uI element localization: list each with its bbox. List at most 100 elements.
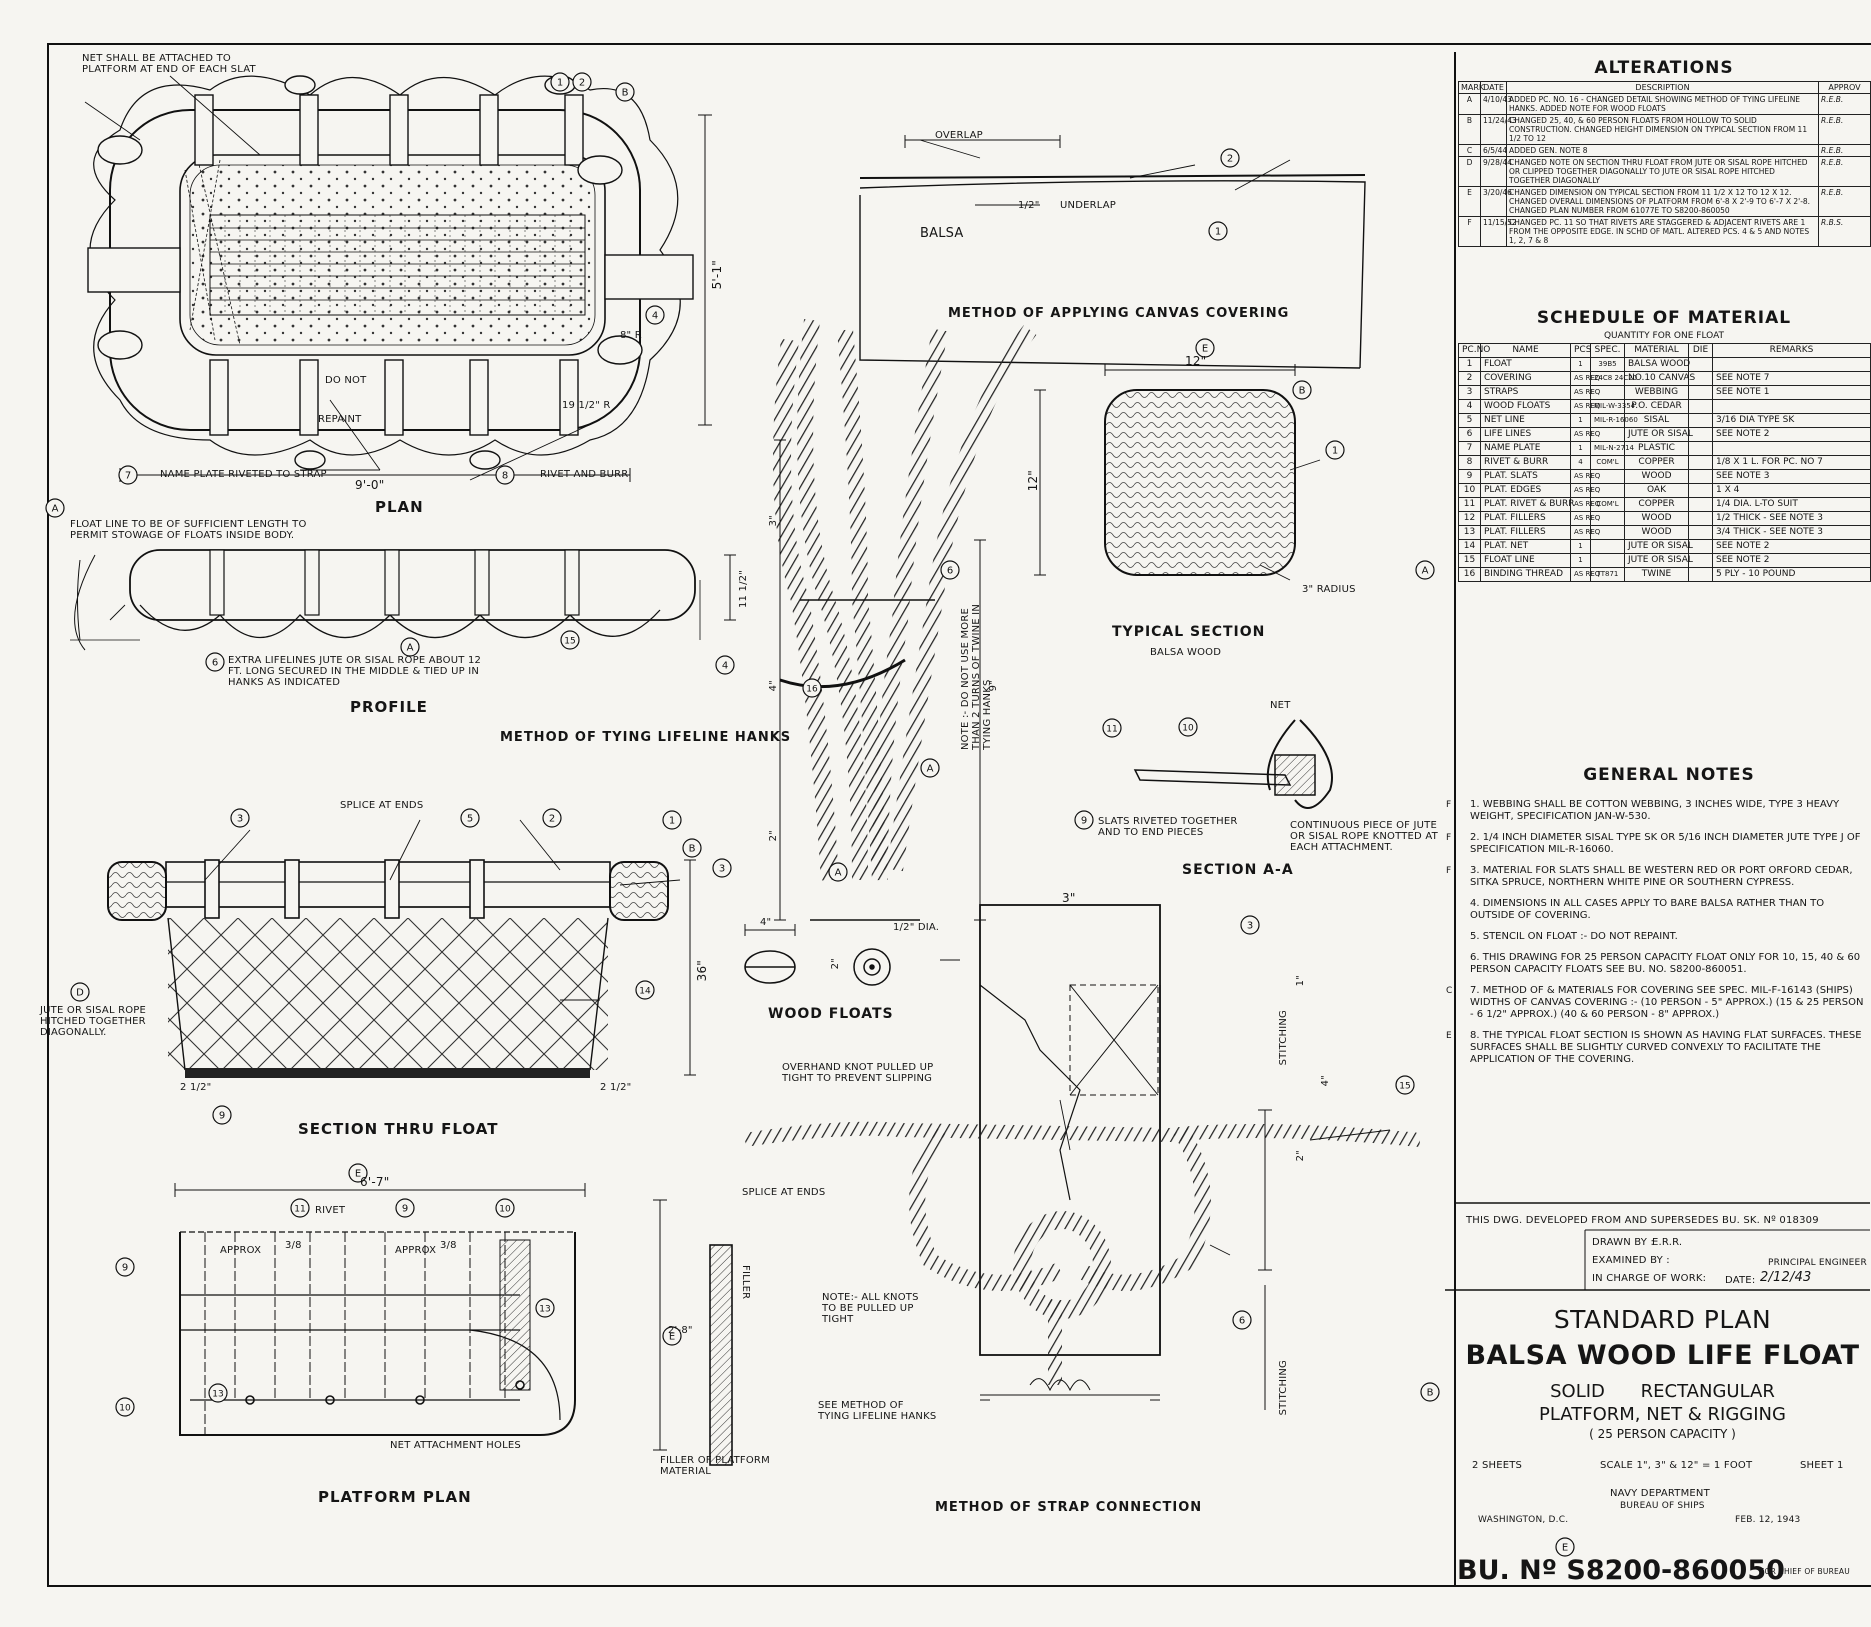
som-remarks: 1/4 DIA. L-TO SUIT: [1712, 497, 1871, 512]
svg-text:E: E: [669, 1332, 675, 1343]
net-holes-label: NET ATTACHMENT HOLES: [390, 1440, 521, 1451]
alt-mark: D: [1458, 156, 1481, 187]
strap-connection: [743, 904, 1421, 1410]
som-name: PLAT. SLATS: [1480, 469, 1571, 484]
som-pcs: AS REQ: [1570, 525, 1600, 540]
callout-balloon: 13: [208, 1383, 228, 1403]
som-die: [1688, 525, 1713, 540]
svg-text:A: A: [1422, 566, 1429, 577]
svg-text:13: 13: [539, 1305, 550, 1315]
som-name: STRAPS: [1480, 385, 1571, 400]
dim-section-height: 36": [695, 960, 709, 982]
callout-balloon: 6: [1232, 1310, 1252, 1330]
som-no: 8: [1458, 455, 1481, 470]
som-spec: COM'L: [1590, 455, 1625, 470]
dim-wood-float-2: 2": [830, 958, 841, 970]
alt-col-approv: APPROV: [1818, 81, 1871, 94]
som-pcs: AS REQ: [1570, 497, 1600, 512]
filler-of-note: FILLER OF PLATFORM MATERIAL: [660, 1455, 770, 1477]
callout-balloon: 2: [1220, 148, 1240, 168]
som-pcs: AS REQ: [1570, 399, 1600, 414]
svg-text:16: 16: [806, 685, 818, 695]
som-remarks: SEE NOTE 2: [1712, 539, 1871, 554]
som-die: [1688, 385, 1713, 400]
place: WASHINGTON, D.C.: [1478, 1515, 1569, 1525]
dia-label: 1/2" DIA.: [893, 922, 940, 933]
schedule-block: SCHEDULE OF MATERIAL QUANTITY FOR ONE FL…: [1458, 308, 1871, 582]
som-remarks: 3/4 THICK - SEE NOTE 3: [1712, 525, 1871, 540]
som-material: BALSA WOOD: [1624, 357, 1690, 372]
callout-balloon: 3: [1240, 915, 1260, 935]
general-notes-title: GENERAL NOTES: [1583, 765, 1755, 785]
section-a-a: [1133, 719, 1333, 809]
som-die: [1688, 455, 1713, 470]
canvas-covering: [859, 135, 1366, 369]
som-remarks: 3/16 DIA TYPE SK: [1712, 413, 1871, 428]
som-remarks: 1/8 X 1 L. FOR PC. NO 7: [1712, 455, 1871, 470]
typical-section-title: TYPICAL SECTION: [1112, 624, 1266, 640]
svg-text:2: 2: [1227, 154, 1233, 165]
som-no: 12: [1458, 511, 1481, 526]
dim-profile-height: 11 1/2": [738, 570, 749, 608]
svg-text:13: 13: [212, 1390, 223, 1400]
som-col-remarks: REMARKS: [1712, 343, 1871, 358]
callout-balloon: A: [1415, 560, 1435, 580]
alt-desc: CHANGED NOTE ON SECTION THRU FLOAT FROM …: [1506, 156, 1819, 187]
alt-approv: R.E.B.: [1818, 156, 1871, 187]
see-method-note: SEE METHOD OF TYING LIFELINE HANKS: [818, 1400, 937, 1422]
svg-text:6: 6: [947, 566, 953, 577]
stitching-label-2: STITCHING: [1278, 1360, 1289, 1416]
callout-balloon: 5: [460, 808, 480, 828]
typical-section-subtitle: BALSA WOOD: [1150, 647, 1222, 658]
svg-text:15: 15: [1399, 1082, 1410, 1092]
supersedes-note: THIS DWG. DEVELOPED FROM AND SUPERSEDES …: [1466, 1215, 1819, 1226]
som-remarks: [1712, 399, 1871, 414]
svg-text:A: A: [407, 643, 414, 654]
overhand-knot-note: OVERHAND KNOT PULLED UP TIGHT TO PREVENT…: [782, 1062, 934, 1084]
general-note: 2. 1/4 INCH DIAMETER SISAL TYPE SK OR 5/…: [1446, 832, 1861, 855]
callout-balloon: 10: [1178, 717, 1198, 737]
svg-text:6: 6: [212, 658, 218, 669]
dim-plan-length: 9'-0": [355, 478, 385, 492]
net-attached-note: NET SHALL BE ATTACHED TO PLATFORM AT END…: [82, 53, 256, 75]
som-remarks: SEE NOTE 7: [1712, 371, 1871, 386]
svg-text:10: 10: [119, 1404, 131, 1414]
som-remarks: 1 X 4: [1712, 483, 1871, 498]
plan-view: [87, 75, 712, 482]
svg-text:E: E: [355, 1169, 361, 1180]
som-spec: MIL-R-16060: [1590, 413, 1638, 428]
som-remarks: 1/2 THICK - SEE NOTE 3: [1712, 511, 1871, 526]
callout-balloon: 11: [290, 1198, 310, 1218]
svg-text:A: A: [927, 764, 934, 775]
repaint-stencil: REPAINT: [318, 414, 362, 425]
rivet-label: RIVET: [315, 1205, 346, 1216]
som-die: [1688, 357, 1713, 372]
som-material: JUTE OR SISAL: [1624, 427, 1693, 442]
svg-text:2: 2: [579, 78, 585, 89]
callout-balloon: B: [1292, 380, 1312, 400]
callout-balloon: 1: [1325, 440, 1345, 460]
dim-strap-3: 3": [1062, 891, 1076, 905]
drawn-by-value: E.R.R.: [1652, 1237, 1683, 1248]
callout-balloon: B: [615, 82, 635, 102]
svg-text:8: 8: [502, 471, 508, 482]
slat-gap-1: 3/8: [285, 1240, 302, 1251]
som-col-die: DIE: [1688, 343, 1713, 358]
som-name: PLAT. RIVET & BURR: [1480, 497, 1575, 512]
alt-date: 6/5/44: [1480, 144, 1507, 157]
som-spec: MIL-N-2714: [1590, 441, 1634, 456]
som-pcs: AS REQ: [1570, 511, 1600, 526]
som-material: TWINE: [1624, 567, 1689, 582]
filler-label: FILLER: [740, 1265, 751, 1300]
extra-lifelines-note: EXTRA LIFELINES JUTE OR SISAL ROPE ABOUT…: [228, 655, 482, 688]
